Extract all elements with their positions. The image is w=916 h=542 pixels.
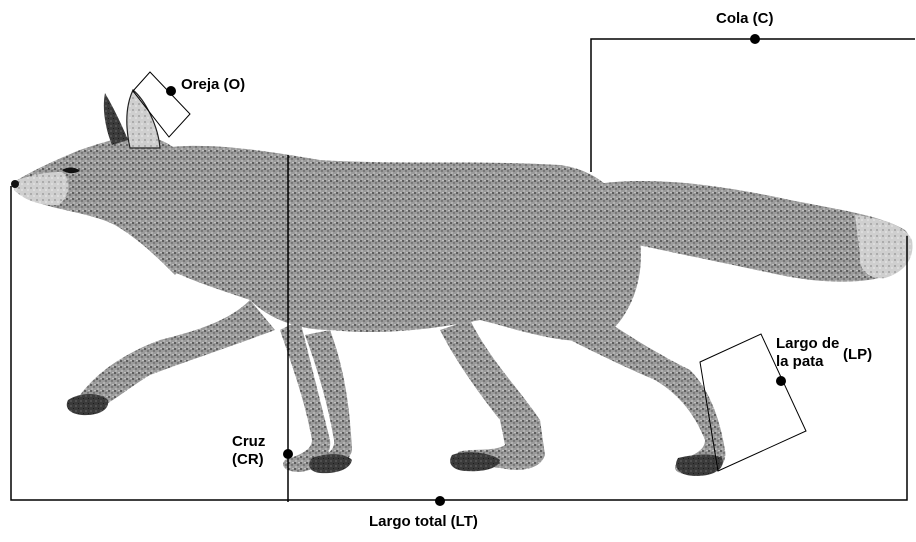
largo-total-label: Largo total (LT)	[369, 513, 478, 531]
largo-total-point	[435, 496, 445, 506]
fox-hind-leg-far	[440, 320, 545, 470]
fox-middle-foot	[309, 454, 352, 473]
cola-label: Cola (C)	[716, 10, 774, 28]
fox-illustration	[11, 90, 913, 476]
fox-tail-tip	[855, 215, 913, 278]
fox-front-foot-near	[67, 394, 108, 415]
largo-pata-label-line1: Largo de	[776, 335, 839, 353]
fox-head	[14, 136, 200, 275]
cruz-point	[283, 449, 293, 459]
oreja-label: Oreja (O)	[181, 76, 245, 94]
largo-pata-abbreviation: (LP)	[843, 346, 872, 364]
cruz-label-line2: (CR)	[232, 451, 264, 469]
cola-point	[750, 34, 760, 44]
cruz-label-line1: Cruz	[232, 433, 265, 451]
largo-pata-label-line2: la pata	[776, 353, 824, 371]
cola-line	[591, 39, 915, 172]
oreja-point	[166, 86, 176, 96]
fox-front-leg-near	[75, 300, 275, 413]
fox-ear-far	[104, 93, 128, 145]
fox-hind-leg-near	[560, 310, 725, 475]
fox-muzzle	[14, 172, 68, 205]
largo-pata-point	[776, 376, 786, 386]
fox-nose	[11, 180, 19, 188]
fox-body	[146, 146, 641, 341]
